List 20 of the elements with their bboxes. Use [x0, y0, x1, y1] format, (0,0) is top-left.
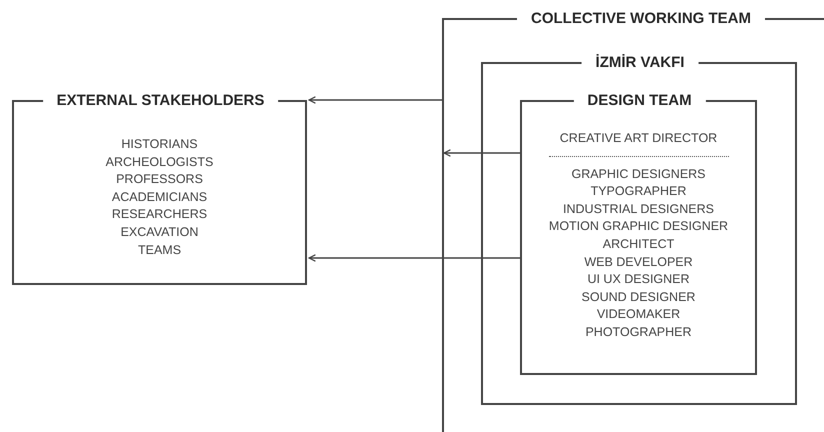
role-item: GRAPHIC DESIGNERS	[571, 166, 706, 183]
role-item: ARCHITECT	[602, 236, 674, 253]
role-item: EXCAVATION TEAMS	[120, 224, 200, 259]
arrow	[443, 149, 520, 157]
role-item: UI UX DESIGNER	[587, 271, 690, 288]
role-item: MOTION GRAPHIC DESIGNER	[548, 218, 728, 236]
role-item: INDUSTRIAL DESIGNERS	[563, 200, 714, 218]
role-item: ARCHEOLOGISTS	[106, 154, 214, 171]
role-item: SOUND DESIGNER	[582, 288, 696, 306]
role-item: TYPOGRAPHER	[590, 183, 686, 200]
role-item: HISTORIANS	[121, 136, 198, 153]
role-item: VIDEOMAKER	[596, 306, 680, 324]
arrow	[308, 96, 442, 104]
role-item: ACADEMICIANS	[112, 188, 208, 206]
role-item: WEB DEVELOPER	[584, 254, 693, 271]
role-item: PROFESSORS	[116, 171, 203, 188]
role-item: PHOTOGRAPHER	[585, 324, 692, 341]
role-item: RESEARCHERS	[112, 206, 208, 224]
role-item: CREATIVE ART DIRECTOR	[560, 130, 718, 147]
arrow	[308, 254, 520, 262]
